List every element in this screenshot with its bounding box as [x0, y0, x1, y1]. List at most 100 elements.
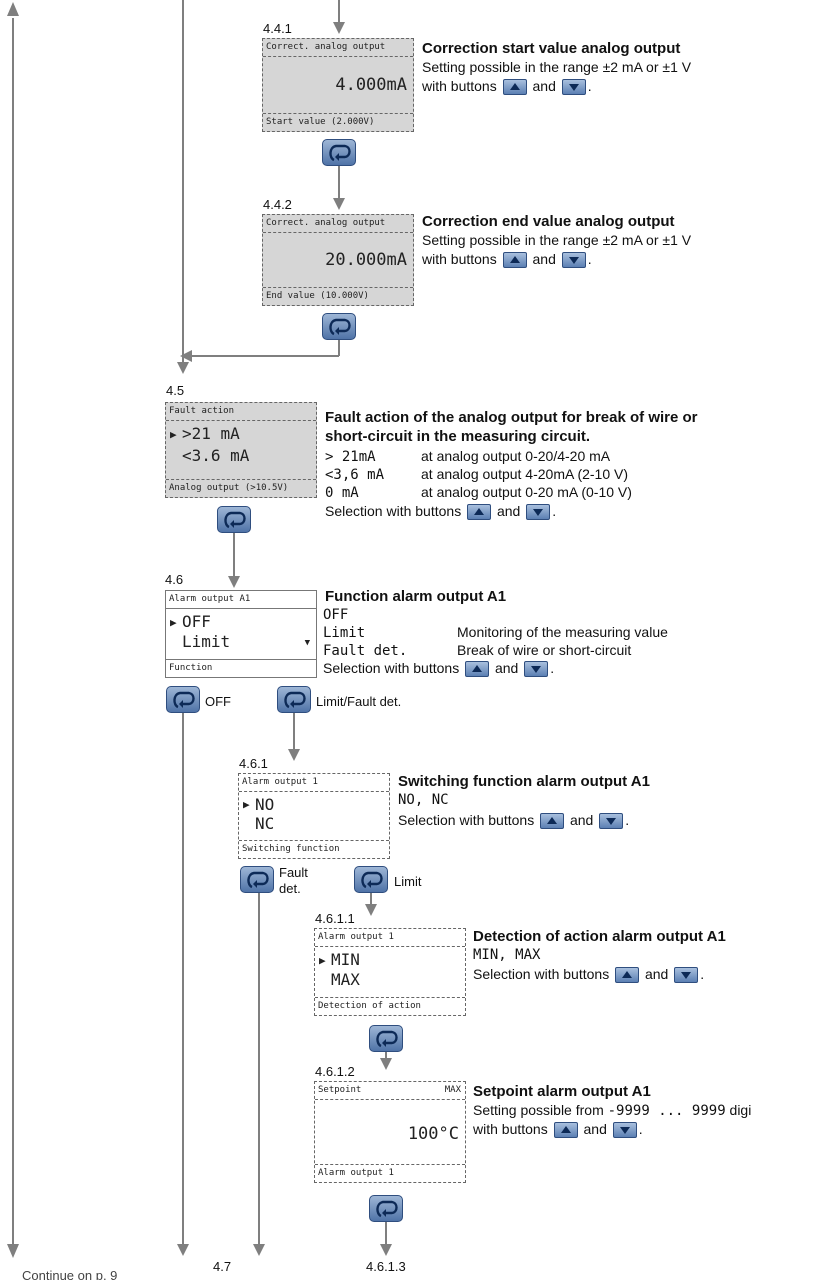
selection-marker-icon: ▶ [170, 428, 177, 441]
text-4-4-1-line1: Setting possible in the range ±2 mA or ±… [422, 59, 692, 75]
enter-icon [329, 318, 351, 336]
display-bottom-text: Switching function [239, 840, 389, 858]
row-4-6-3: Fault det.Break of wire or short-circuit [323, 642, 631, 660]
text-4-6-1-2-line2: with buttons and . [473, 1121, 643, 1139]
row-code: 0 mA [325, 485, 359, 501]
selection-text: Selection with buttons [398, 812, 535, 828]
row-4-5-3: 0 mA at analog output 0-20 mA (0-10 V) [325, 484, 632, 502]
enter-button-4-6-1-limit[interactable] [354, 866, 388, 893]
and-text: and [569, 812, 594, 828]
scroll-down-icon: ▼ [304, 638, 310, 648]
with-buttons-text: with buttons [473, 1121, 548, 1137]
text-4-4-1-line2: with buttons and . [422, 78, 592, 96]
display-option-1: MIN [331, 950, 360, 969]
row-text: at analog output 0-20/4-20 mA [421, 448, 611, 464]
enter-icon [173, 691, 195, 709]
display-option-2: <3.6 mA [182, 446, 250, 465]
enter-button-4-6-1-fault[interactable] [240, 866, 274, 893]
down-arrow-button-icon [561, 252, 586, 269]
up-arrow-button-icon [540, 813, 565, 830]
up-arrow-button-icon [467, 504, 492, 521]
down-arrow-button-icon [561, 79, 586, 96]
display-4-4-2: Correct. analog output 20.000mA End valu… [262, 214, 414, 306]
display-bottom-text: End value (10.000V) [263, 287, 413, 305]
period: . [550, 660, 555, 676]
display-bottom-text: Detection of action [315, 997, 465, 1015]
row-text: at analog output 4-20mA (2-10 V) [421, 466, 629, 482]
display-top-text: Alarm output 1 [239, 774, 389, 792]
down-arrow-button-icon [612, 1122, 637, 1139]
enter-button-4-6-limit[interactable] [277, 686, 311, 713]
enter-icon [376, 1030, 398, 1048]
options-4-6-1-1: MIN, MAX [473, 947, 541, 963]
with-buttons-text: with buttons [422, 251, 497, 267]
row-4-5-1: > 21mA at analog output 0-20/4-20 mA [325, 448, 610, 466]
enter-button-4-4-2[interactable] [322, 313, 356, 340]
title-4-6: Function alarm output A1 [325, 588, 507, 605]
title-4-5-line2: short-circuit in the measuring circuit. [325, 428, 591, 445]
row-code: > 21mA [325, 449, 376, 465]
display-bottom-text: Start value (2.000V) [263, 113, 413, 131]
display-top-text: Correct. analog output [263, 215, 413, 233]
row-text: Break of wire or short-circuit [457, 642, 632, 658]
row-text: Monitoring of the measuring value [457, 624, 668, 640]
display-4-6-1-1: Alarm output 1 ▶ MIN MAX Detection of ac… [314, 928, 466, 1016]
display-bottom-text: Analog output (>10.5V) [166, 479, 316, 497]
with-buttons-text: with buttons [422, 78, 497, 94]
selection-marker-icon: ▶ [243, 798, 250, 811]
display-option-2: NC [255, 814, 275, 833]
enter-icon [329, 144, 351, 162]
display-4-4-1: Correct. analog output 4.000mA Start val… [262, 38, 414, 132]
down-arrow-button-icon [674, 967, 699, 984]
step-number-4-6-1-2: 4.6.1.2 [315, 1064, 355, 1079]
title-4-6-1-2: Setpoint alarm output A1 [473, 1083, 651, 1100]
unit-text: digi [729, 1102, 752, 1118]
options-4-6-1: NO, NC [398, 792, 449, 808]
display-option-1: >21 mA [182, 424, 240, 443]
step-number-4-6-1-1: 4.6.1.1 [315, 911, 355, 926]
button-label-off: OFF [205, 694, 231, 709]
display-value: 100°C [407, 1124, 459, 1144]
up-arrow-button-icon [502, 252, 527, 269]
text-4-4-2-line2: with buttons and . [422, 251, 592, 269]
step-number-4-5: 4.5 [166, 383, 185, 398]
and-text: and [532, 78, 556, 94]
row-code: <3,6 mA [325, 467, 385, 483]
period: . [625, 812, 630, 828]
period: . [552, 503, 557, 519]
and-text: and [644, 966, 669, 982]
display-top-text: Correct. analog output [263, 39, 413, 57]
enter-button-4-5[interactable] [217, 506, 251, 533]
selection-marker-icon: ▶ [170, 616, 177, 629]
display-top-right-text: MAX [444, 1085, 461, 1095]
display-top-text: Fault action [166, 403, 316, 421]
display-top-text: Alarm output A1 [166, 591, 316, 609]
text-4-4-2-line1: Setting possible in the range ±2 mA or ±… [422, 232, 692, 248]
title-4-5-line1: Fault action of the analog output for br… [325, 409, 698, 426]
display-4-6-1: Alarm output 1 ▶ NO NC Switching functio… [238, 773, 390, 859]
button-label-limit: Limit [394, 874, 422, 889]
enter-button-4-6-1-2[interactable] [369, 1195, 403, 1222]
text-4-6-1-2-line1: Setting possible from -9999 ... 9999 dig… [473, 1102, 751, 1120]
selection-marker-icon: ▶ [319, 954, 326, 967]
display-value: 4.000mA [335, 75, 407, 95]
and-text: and [494, 660, 519, 676]
enter-button-4-4-1[interactable] [322, 139, 356, 166]
setting-text: Setting possible from [473, 1102, 604, 1118]
up-arrow-button-icon [553, 1122, 578, 1139]
display-4-6-1-2: Setpoint MAX 100°C Alarm output 1 [314, 1081, 466, 1183]
enter-button-4-6-1-1[interactable] [369, 1025, 403, 1052]
display-top-text: Alarm output 1 [315, 929, 465, 947]
button-label-limit-fault: Limit/Fault det. [316, 694, 402, 709]
exit-label-4-7: 4.7 [213, 1259, 232, 1274]
enter-button-4-6-off[interactable] [166, 686, 200, 713]
row-text: at analog output 0-20 mA (0-10 V) [421, 484, 632, 500]
period: . [587, 78, 592, 94]
and-text: and [532, 251, 556, 267]
and-text: and [583, 1121, 607, 1137]
text-4-6-1-selection: Selection with buttons and . [398, 812, 630, 830]
up-arrow-button-icon [615, 967, 640, 984]
down-arrow-button-icon [526, 504, 551, 521]
row-code: OFF [323, 607, 349, 623]
title-4-6-1-1: Detection of action alarm output A1 [473, 928, 726, 945]
